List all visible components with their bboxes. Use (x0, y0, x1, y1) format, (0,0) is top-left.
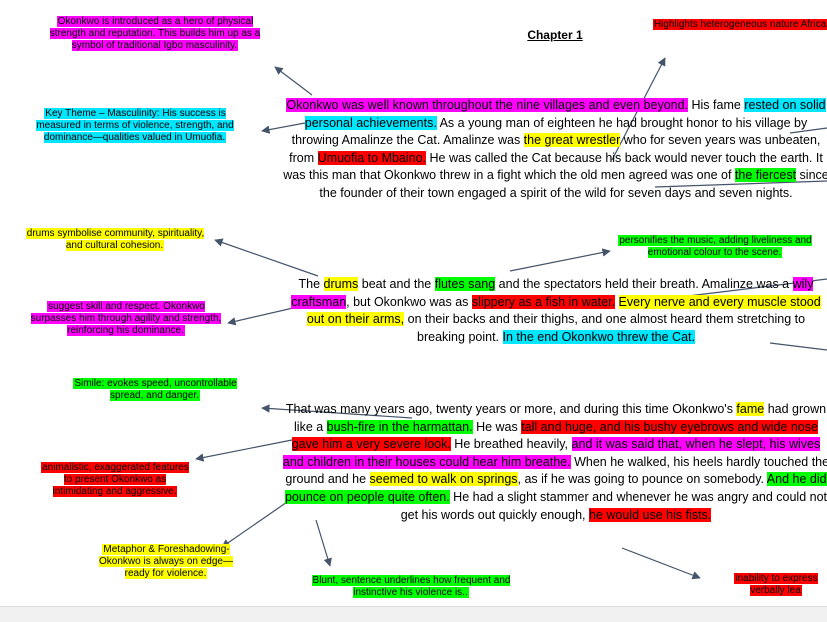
note-blunt: Blunt, sentence underlines how frequent … (311, 575, 511, 598)
note-animalistic: animalistic, exaggerated features to pre… (41, 462, 189, 497)
arrow-masculinity (261, 122, 306, 134)
chapter-title: Chapter 1 (527, 28, 583, 42)
note-metaphor: Metaphor & Foreshadowing- Okonkwo is alw… (99, 544, 233, 579)
arrow-drums (214, 238, 319, 277)
paragraph-1: Okonkwo was well known throughout the ni… (283, 98, 827, 200)
note-skill: suggest skill and respect. Okonkwo surpa… (30, 301, 222, 336)
note-heterogeneous: Highlights heterogeneous nature Africa (652, 19, 827, 30)
note-inability: inability to express verbally lea (734, 573, 818, 596)
bottom-scroll-area (0, 606, 827, 622)
arrow-blunt (315, 519, 332, 567)
note-simile: Simile: evokes speed, uncontrollable spr… (73, 378, 237, 401)
arrow-animalistic (195, 439, 293, 462)
arrow-metaphor (221, 499, 291, 548)
arrow-right-line (789, 127, 827, 134)
arrow-simile (261, 404, 413, 419)
note-masculinity: Key Theme – Masculinity: His success is … (36, 108, 234, 143)
note-personifies: personifies the music, adding liveliness… (618, 235, 812, 258)
paragraph-3: That was many years ago, twenty years or… (282, 402, 827, 522)
arrow-inability (621, 547, 701, 580)
note-drums: drums symbolise community, spirituality,… (25, 228, 205, 251)
arrow-intro (274, 66, 313, 96)
arrow-personifies (509, 248, 611, 272)
paragraph-2: The drums beat and the flutes sang and t… (291, 277, 821, 344)
arrow-right-line-2 (769, 342, 827, 351)
arrow-wily (227, 307, 294, 326)
arrow-fiercest-line (654, 180, 827, 188)
note-intro: Okonkwo is introduced as a hero of physi… (49, 16, 261, 51)
